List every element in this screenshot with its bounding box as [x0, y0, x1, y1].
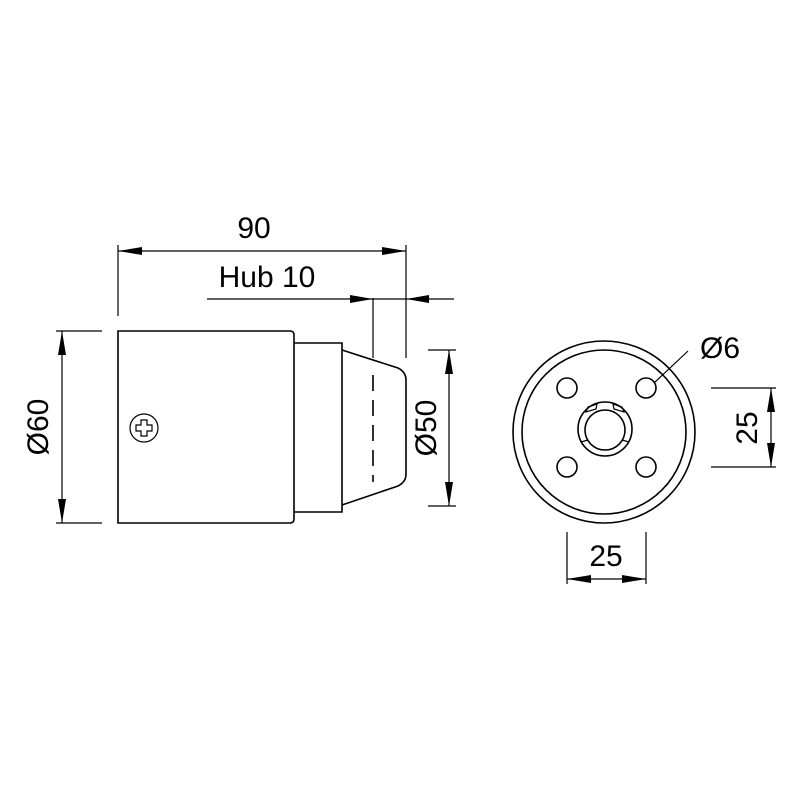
mounting-hole-top-left: [556, 377, 578, 399]
dimension-stroke: Hub 10: [207, 261, 454, 358]
dimension-label-hub: Hub 10: [219, 261, 316, 294]
buffer-outline: [341, 349, 407, 506]
dimension-buffer-diameter: Ø50: [410, 349, 456, 507]
dimension-hole-spacing-vertical: 25: [711, 387, 776, 468]
inner-rim: [521, 349, 687, 515]
dimension-label-d50: Ø50: [410, 400, 443, 457]
dimension-hole-diameter: Ø6: [653, 332, 740, 384]
dimension-overall-length: 90: [117, 212, 407, 358]
mounting-hole-bottom-right: [635, 456, 657, 478]
dimension-label-d60: Ø60: [22, 399, 55, 456]
dimension-hole-spacing-horizontal: 25: [566, 532, 647, 584]
side-view: 90 Hub 10 Ø60 Ø50: [22, 212, 456, 524]
dimension-label-25-vertical: 25: [731, 411, 764, 444]
dimension-label-d6: Ø6: [700, 332, 740, 365]
central-hub: [577, 401, 633, 457]
mounting-hole-top-right: [635, 377, 657, 399]
front-view: Ø6 25 25: [512, 332, 776, 584]
body-outline: [117, 330, 295, 524]
collar-outline: [294, 342, 343, 513]
outer-rim: [512, 340, 696, 524]
phillips-screw-icon: [129, 413, 159, 443]
dimension-label-90: 90: [237, 212, 270, 245]
dimension-body-diameter: Ø60: [22, 330, 102, 524]
dimension-label-25-horizontal: 25: [589, 540, 622, 573]
mounting-hole-bottom-left: [556, 456, 578, 478]
